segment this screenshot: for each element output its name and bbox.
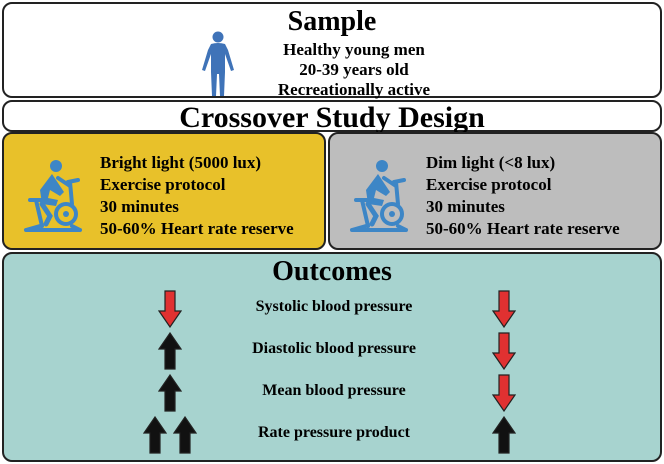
arrow-up-icon — [158, 374, 182, 412]
cyclist-icon — [24, 160, 82, 232]
sample-criterion: Healthy young men — [283, 40, 425, 59]
arrow-down-icon — [158, 290, 182, 328]
arrow-up-icon — [492, 416, 516, 454]
outcome-label: Systolic blood pressure — [255, 298, 413, 315]
person-icon — [202, 31, 234, 96]
condition-line: 30 minutes — [426, 197, 505, 216]
arrow-down-icon — [492, 332, 516, 370]
dim-light-condition: Dim light (<8 lux) Exercise protocol 30 … — [328, 132, 662, 250]
arrow-up-icon — [173, 416, 197, 454]
outcome-label: Mean blood pressure — [262, 382, 406, 399]
outcomes-title: Outcomes — [272, 256, 392, 287]
condition-line: 50-60% Heart rate reserve — [100, 219, 294, 238]
sample-title: Sample — [287, 6, 377, 37]
condition-line: 30 minutes — [100, 197, 179, 216]
arrow-down-icon — [492, 290, 516, 328]
sample-criterion: Recreationally active — [277, 80, 431, 99]
sample-criteria: Healthy young men 20-39 years old Recrea… — [204, 40, 504, 100]
condition-line: Bright light (5000 lux) — [100, 153, 262, 172]
arrow-up-icon — [158, 332, 182, 370]
condition-line: Exercise protocol — [426, 175, 552, 194]
bright-light-condition: Bright light (5000 lux) Exercise protoco… — [2, 132, 326, 250]
outcome-label: Rate pressure product — [258, 424, 410, 441]
arrow-up-icon — [143, 416, 167, 454]
condition-line: Dim light (<8 lux) — [426, 153, 556, 172]
sample-criterion: 20-39 years old — [299, 60, 409, 79]
dim-light-details: Dim light (<8 lux) Exercise protocol 30 … — [426, 152, 620, 240]
design-title: Crossover Study Design — [179, 101, 485, 134]
condition-line: Exercise protocol — [100, 175, 226, 194]
condition-line: 50-60% Heart rate reserve — [426, 219, 620, 238]
outcome-label: Diastolic blood pressure — [252, 340, 416, 357]
arrow-down-icon — [492, 374, 516, 412]
sample-box: Sample Healthy young men 20-39 years old… — [2, 2, 662, 100]
cyclist-icon — [350, 160, 408, 232]
bright-light-details: Bright light (5000 lux) Exercise protoco… — [100, 152, 294, 240]
design-box: Crossover Study Design — [2, 100, 662, 134]
